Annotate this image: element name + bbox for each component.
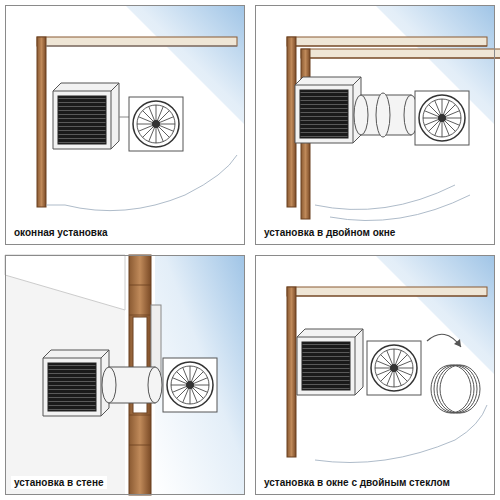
panel-caption: оконная установка [11, 226, 111, 239]
panel-caption: установка в окне с двойным стеклом [261, 476, 453, 489]
panel-caption: установка в стене [11, 476, 107, 489]
installation-panel: установка в стене [5, 255, 245, 495]
installation-panel: оконная установка [5, 5, 245, 245]
installation-panel: установка в окне с двойным стеклом [255, 255, 495, 495]
panel-caption: установка в двойном окне [261, 226, 398, 239]
installation-panel: установка в двойном окне [255, 5, 495, 245]
